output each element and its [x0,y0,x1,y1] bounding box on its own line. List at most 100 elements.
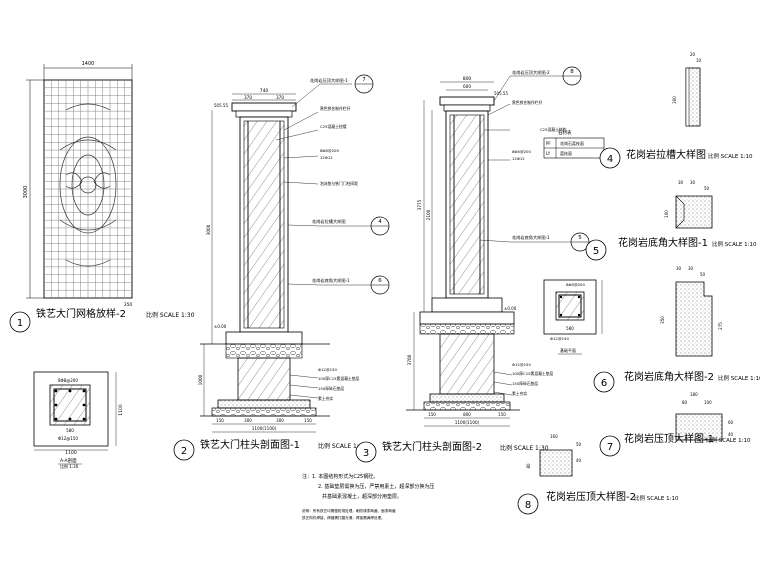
detail-4-title: 花岗岩拉槽大样图 [626,148,706,161]
sec2-dim-top-a: 800 [463,76,472,82]
sec1-callout-7-num: 7 [362,77,366,83]
detail-6-title: 花岗岩底角大样图-2 [624,370,714,383]
det5-dim-c: 50 [704,186,710,191]
sec1-dim-total: 1100(1100) [252,426,277,431]
sec2-elev-top: 505.55 [494,91,508,96]
det8-dim-b: 50 [576,442,582,447]
sec1-note-8: 素土夯实 [318,396,333,401]
sec1-note-2: 8Φ8@200 [320,148,339,153]
det6-dim-d: 350 [660,316,665,324]
sec2-callout-8-num: 8 [570,69,574,75]
detail-1-title: 铁艺大门网格放样-2 [36,307,126,320]
det4-dim-c: 300 [672,96,677,104]
base-plan-rebar: 8Φ8@200 [566,282,585,287]
det8-dim-c: 40 [576,458,582,463]
note-line-1: 2. 基础垫层需换为压，严禁用素土，超深部分换为压 [318,483,434,490]
detail-2-number: 2 [181,446,187,457]
det6-dim-b: 30 [688,266,694,271]
detail-1-grid-elevation: 1400 3000 350 1 铁艺大门网格放样-2 比例 SCALE 1:30 [9,61,195,333]
aa-rebar-top: 8Φ8@200 [58,378,78,383]
sec2-dim-total: 1100(1100) [455,420,480,425]
note-line-2: 并基础素混凝土，超深部分用垫层。 [322,493,402,500]
sec2-note-1: C25混凝土结构 [540,127,567,132]
detail-1-scale: 比例 SCALE 1:30 [146,311,195,319]
sec1-dim-top-total: 740 [260,88,269,94]
sec1-note-5: Φ12@150 [318,367,337,372]
sec2-dim-left-b: 2100 [426,209,431,220]
detail-5-base-corner: 30 30 50 100 5 花岗岩底角大样图-1 比例 SCALE 1:10 [585,180,757,261]
det6-dim-e: 275 [718,322,723,330]
detail-8-scale: 比例 SCALE 1:10 [634,494,679,502]
material-legend-table: 石材表 PF 花岗石荔枝面 LY 荔枝面 [543,129,605,159]
sec1-note-0: 黑色铁艺制作栏杆 [320,106,351,111]
sec2-note-3: 12Φ12 [512,156,525,161]
sec2-dim-bot-b: 800 [463,412,471,417]
det7-dim-e: 40 [728,432,734,437]
detail-1-marker [9,311,31,333]
aa-rebar-bot: Φ12@150 [58,436,78,441]
footnote-1: 铁艺构件焊接，焊缝需打磨光滑，焊接需满焊处理。 [302,515,385,520]
base-plan-label: 基础平面 [560,347,576,353]
grid-height-dim: 3000 [23,186,29,199]
sec1-callout-7-text: 花岗岩压顶大样图-1 [310,77,348,84]
sec2-dim-bot-a: 150 [428,412,436,417]
sec1-dim-bot-d: 150 [304,418,312,423]
detail-8-marker [517,493,539,515]
det6-dim-c: 50 [700,272,706,277]
det8-dim-d: 80 [526,463,531,469]
aa-dim-h: 1100 [118,404,124,416]
sec2-note-2: 8Φ8@200 [512,149,531,154]
det4-dim-b: 10 [696,58,702,63]
detail-7-title: 花岗岩压顶大样图-1 [624,432,714,445]
legend-title: 石材表 [558,129,572,136]
det6-dim-a: 30 [676,266,682,271]
detail-6-number: 6 [601,378,607,389]
sec2-callout-8-text: 花岗岩压顶大样图-2 [512,69,550,76]
detail-4-groove: 20 10 300 4 花岗岩拉槽大样图 比例 SCALE 1:10 [599,52,753,169]
base-plan: 8Φ8@200 580 Φ12@150 基础平面 [543,279,603,355]
base-plan-rebar2: Φ12@150 [550,336,569,341]
grid-width-dim: 1400 [82,61,95,67]
legend-row-0-name: 花岗石荔枝面 [560,140,584,146]
footnote-0: 说明：所有铁艺均需做防锈处理，刷防锈漆两遍，面漆两遍 [302,508,396,513]
base-plan-inner: 580 [566,326,574,331]
detail-7-scale: 比例 SCALE 1:10 [706,436,751,444]
detail-8-coping: 160 50 40 80 8 花岗岩压顶大样图-2 比例 SCALE 1:10 [517,434,679,515]
det7-dim-d: 60 [728,420,734,425]
det7-dim-a: 180 [690,392,698,397]
det7-dim-c: 100 [704,400,712,405]
det5-dim-b: 30 [690,180,696,185]
sec2-callout-5-text: 花岗岩底角大样图-1 [512,234,550,241]
sec1-dim-top-b: 370 [276,95,284,100]
sec2-note-7: 素土夯实 [512,391,527,396]
sec1-dim-bot-a: 150 [216,418,224,423]
detail-5-number: 5 [593,246,599,257]
sec1-dim-top-a: 370 [244,95,252,100]
sec2-note-5: 100厚C15素混凝土垫层 [512,371,554,376]
detail-7-coping: 180 80 100 60 40 7 花岗岩压顶大样图-1 比例 SCALE 1… [599,392,751,457]
detail-5-title: 花岗岩底角大样图-1 [618,236,708,249]
detail-3-marker [355,441,377,463]
detail-8-title: 花岗岩压顶大样图-2 [546,490,636,503]
sec2-dim-top-b: 600 [463,84,471,89]
detail-3-number: 3 [363,448,369,459]
detail-6-base-corner: 30 30 50 350 275 6 花岗岩底角大样图-2 比例 SCALE 1… [593,266,760,393]
sec1-callout-4-num: 4 [378,219,382,225]
sec1-dim-bot-c: 300 [276,418,284,423]
aa-dim-w: 1100 [65,450,77,456]
detail-3-scale: 比例 SCALE 1:30 [500,444,549,452]
detail-7-number: 7 [607,442,613,453]
legend-row-1-name: 荔枝面 [560,150,572,156]
det4-dim-a: 20 [690,52,696,57]
detail-3-column-section: 800 600 505.55 ±0.00 3775 2100 3700 150 … [355,66,590,463]
note-line-0: 注：1. 本图结构形式为C25钢砼。 [302,473,378,480]
sec1-callout-6-num: 6 [378,278,382,284]
sec1-elev-mid: ±0.00 [214,324,227,329]
detail-3-title: 铁艺大门柱头剖面图-2 [382,440,482,453]
sec1-note-6: 100厚C15素混凝土垫层 [318,376,360,381]
sec1-dim-bot-b: 300 [244,418,252,423]
det7-dim-b: 80 [682,400,688,405]
general-notes: 注：1. 本图结构形式为C25钢砼。 2. 基础垫层需换为压，严禁用素土，超深部… [302,473,434,520]
detail-2-column-section: 740 370 370 505.55 ±0.00 3000 1000 150 3… [173,74,390,461]
